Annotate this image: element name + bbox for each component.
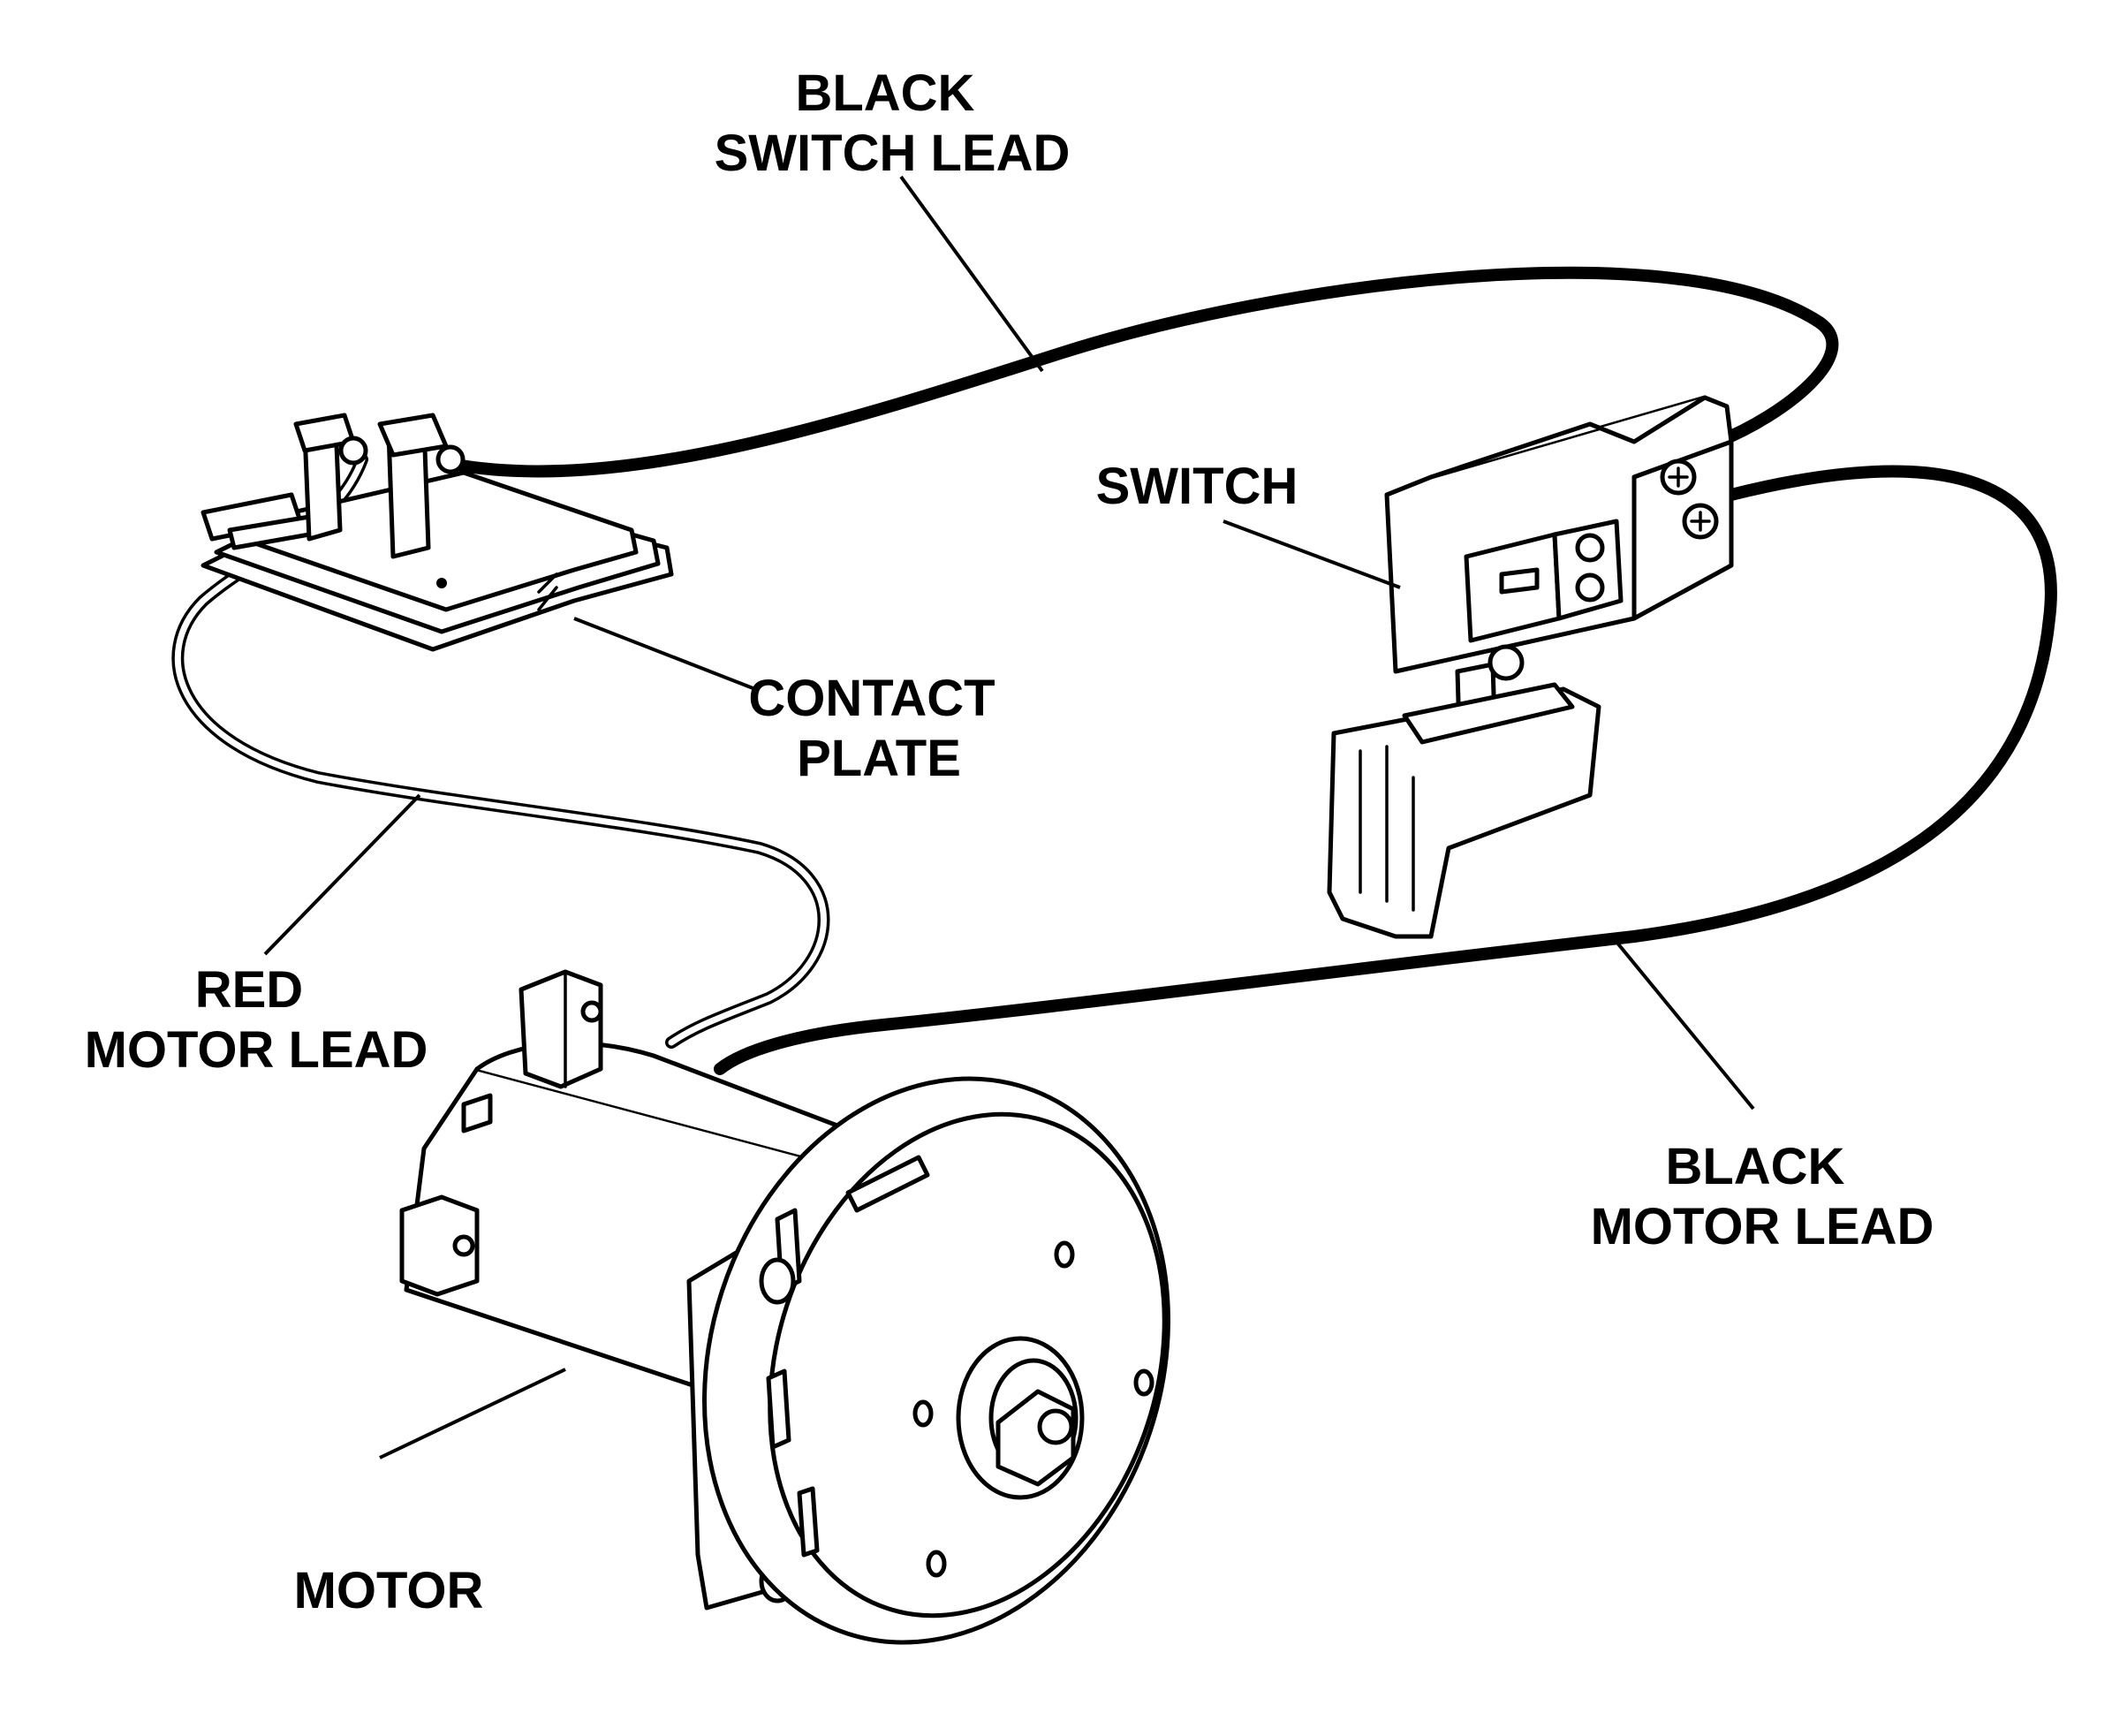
black-switch-lead-wire [444,266,1839,478]
label-motor: MOTOR [294,1562,484,1619]
motor [399,969,1170,1645]
leader-red-motor-lead [263,793,421,956]
leader-switch [1223,519,1401,589]
black-motor-lead-wire [714,465,2057,1075]
label-black-motor-lead: BLACK MOTOR LEAD [1591,1138,1934,1255]
leader-black-motor-lead [1610,935,1755,1111]
leader-contact-plate [573,617,756,691]
leader-motor [379,1368,566,1459]
label-switch: SWITCH [1096,458,1298,515]
label-black-switch-lead: BLACK SWITCH LEAD [715,64,1071,182]
switch-assembly [1327,395,1734,939]
label-red-motor-lead: RED MOTOR LEAD [85,961,428,1079]
contact-plate [201,413,674,652]
leader-black-switch-lead [899,175,1044,373]
label-contact-plate: CONTACT PLATE [748,670,1009,787]
